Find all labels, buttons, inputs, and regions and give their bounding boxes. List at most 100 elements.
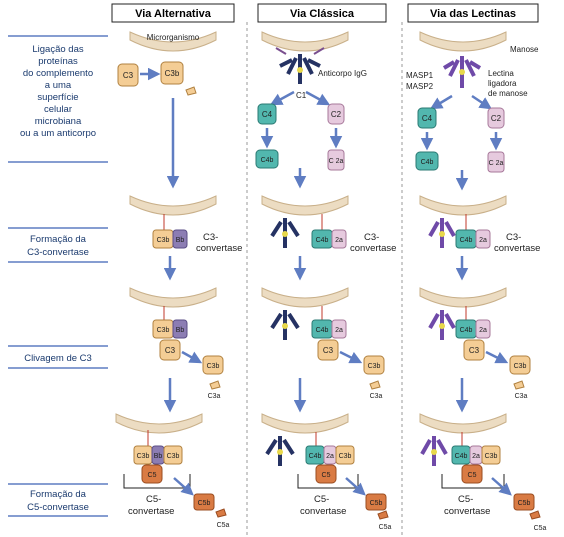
svg-text:convertase: convertase: [196, 243, 242, 254]
svg-text:convertase: convertase: [444, 506, 490, 517]
arrow: [173, 477, 194, 496]
svg-text:C4b: C4b: [316, 327, 329, 334]
membrane: [419, 31, 507, 52]
header-alternative: Via Alternativa: [111, 3, 235, 23]
label-masp1: MASP1: [406, 71, 434, 80]
c5a-fragment: [215, 508, 227, 518]
svg-text:ou a um anticorpo: ou a um anticorpo: [20, 128, 96, 139]
svg-text:C3: C3: [123, 71, 134, 80]
svg-text:C5: C5: [468, 472, 477, 479]
svg-text:C5b: C5b: [518, 500, 531, 507]
svg-text:C4b: C4b: [309, 453, 322, 460]
svg-text:C5a: C5a: [379, 524, 392, 531]
bracket: [441, 474, 505, 489]
svg-text:C3b: C3b: [368, 363, 381, 370]
svg-text:C3-: C3-: [506, 232, 521, 243]
svg-text:2a: 2a: [335, 327, 343, 334]
c3b-bb-complex: C3b Bb: [152, 319, 188, 339]
c4b-c2a-c3b-complex: C4b 2a C3b: [305, 445, 355, 465]
svg-text:C3b: C3b: [157, 237, 170, 244]
svg-text:C5-: C5-: [146, 494, 161, 505]
c1-igg-complex: [275, 47, 325, 84]
svg-text:superfície: superfície: [37, 92, 78, 103]
c3a-fragment: [513, 380, 525, 390]
svg-text:C3b: C3b: [137, 453, 150, 460]
svg-text:Formação da: Formação da: [30, 234, 87, 245]
c3a-fragment: [369, 380, 381, 390]
mannose-binding-lectin-icon: [428, 218, 456, 248]
c4b-c2a-complex: C4b 2a: [455, 319, 491, 339]
label-microorganism: Microrganismo: [147, 33, 200, 42]
membrane: [129, 287, 217, 308]
c4-molecule: C4: [417, 107, 437, 129]
svg-text:ligadora: ligadora: [488, 79, 517, 88]
c2a-molecule: C 2a: [327, 149, 345, 171]
c5-molecule: C5: [461, 464, 483, 484]
bracket: [123, 474, 191, 489]
svg-text:C3: C3: [323, 346, 334, 355]
svg-text:convertase: convertase: [300, 506, 346, 517]
svg-text:C3: C3: [165, 346, 176, 355]
svg-text:Bb: Bb: [176, 237, 185, 244]
c5a-fragment: [377, 510, 389, 520]
svg-text:proteínas: proteínas: [38, 56, 78, 67]
svg-text:de manose: de manose: [488, 89, 528, 98]
mannose-binding-lectin-icon: [420, 436, 448, 466]
svg-text:Formação da: Formação da: [30, 489, 87, 500]
igg-c1-icon: [265, 436, 295, 466]
label-masp2: MASP2: [406, 82, 434, 91]
svg-text:2a: 2a: [479, 237, 487, 244]
svg-text:C5b: C5b: [198, 500, 211, 507]
svg-text:C2: C2: [331, 110, 342, 119]
c5b-molecule: C5b: [513, 493, 535, 511]
svg-text:C4b: C4b: [460, 237, 473, 244]
membrane: [419, 195, 507, 216]
step-c3-convertase: Formação da C3-convertase: [8, 227, 108, 263]
label-mannose: Manose: [510, 45, 539, 54]
c4b-c2a-complex: C4b 2a: [311, 229, 347, 249]
membrane: [261, 195, 349, 216]
svg-text:2a: 2a: [479, 327, 487, 334]
arrow: [429, 94, 453, 110]
c5a-fragment: [529, 510, 541, 520]
membrane: [129, 195, 217, 216]
arrow: [345, 477, 366, 496]
c3-molecule: C3: [117, 63, 139, 87]
arrow: [491, 477, 512, 496]
svg-text:Clivagem de C3: Clivagem de C3: [24, 353, 92, 364]
svg-text:C5b: C5b: [370, 500, 383, 507]
svg-text:C5: C5: [148, 472, 157, 479]
svg-text:Via das Lectinas: Via das Lectinas: [430, 8, 516, 20]
membrane: [261, 413, 349, 434]
c4b-c2a-complex: C4b 2a: [311, 319, 347, 339]
svg-text:C3: C3: [469, 346, 480, 355]
membrane: [115, 413, 203, 434]
membrane: [419, 413, 507, 434]
svg-text:C5: C5: [322, 472, 331, 479]
step-binding: Ligação das proteínas do complemento a u…: [8, 35, 108, 163]
c3-molecule: C3: [463, 339, 485, 361]
label-igg: Anticorpo IgG: [318, 69, 367, 78]
svg-text:2a: 2a: [326, 453, 334, 460]
svg-text:C4: C4: [262, 110, 273, 119]
svg-text:C 2a: C 2a: [329, 158, 344, 165]
c3b-molecule: C3b: [509, 355, 531, 375]
svg-text:C5a: C5a: [217, 522, 230, 529]
svg-text:C4b: C4b: [460, 327, 473, 334]
svg-text:C3b: C3b: [339, 453, 352, 460]
mannose-binding-lectin-icon: [428, 310, 456, 340]
c4b-molecule: C4b: [415, 151, 439, 171]
svg-text:convertase: convertase: [128, 506, 174, 517]
svg-text:C3a: C3a: [515, 393, 528, 400]
c3a-fragment: [209, 380, 221, 390]
svg-text:C5-: C5-: [314, 494, 329, 505]
svg-text:Ligação das: Ligação das: [32, 44, 83, 55]
svg-text:C3b: C3b: [167, 453, 180, 460]
svg-text:2a: 2a: [335, 237, 343, 244]
c3-molecule: C3: [159, 339, 181, 361]
bracket: [297, 474, 359, 489]
step-c3-cleavage: Clivagem de C3: [8, 345, 108, 369]
c2-molecule: C2: [487, 107, 505, 129]
igg-c1-icon: [270, 218, 300, 248]
